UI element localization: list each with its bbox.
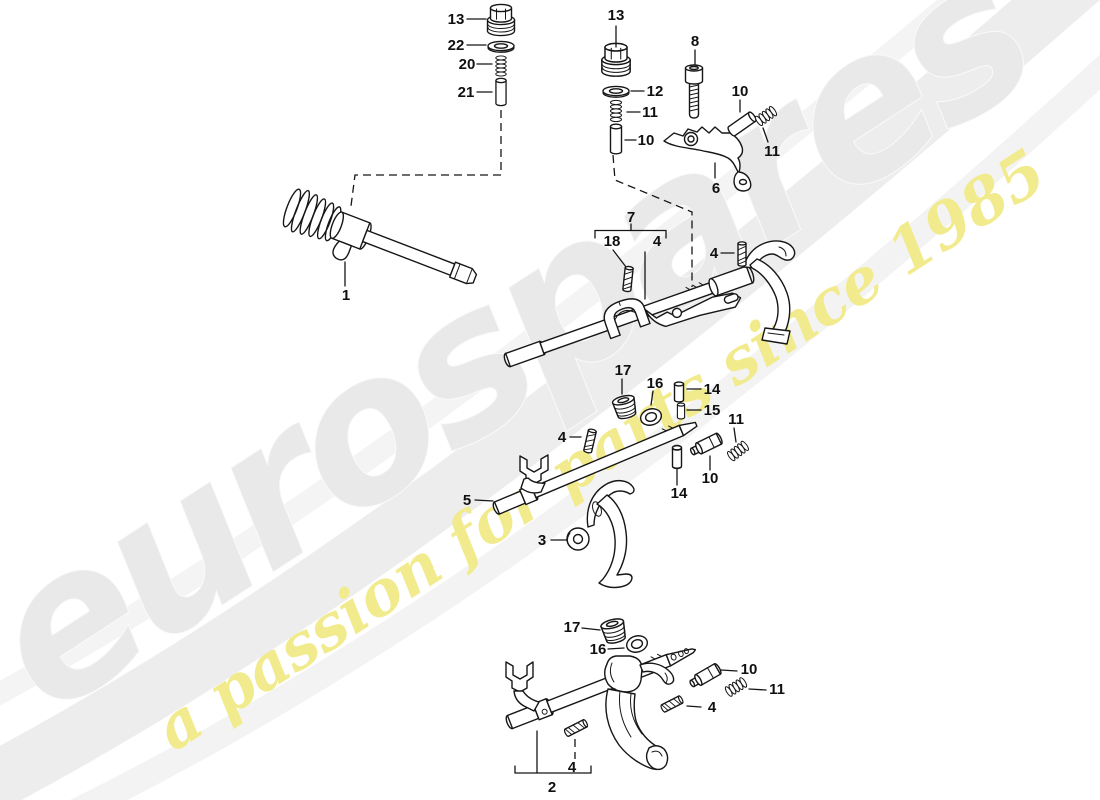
callout-10-c: 10 (732, 83, 749, 100)
callout-14-b: 14 (671, 485, 688, 502)
plug-13-left (486, 3, 516, 37)
callout-4-b: 4 (710, 245, 719, 262)
callout-20: 20 (459, 56, 476, 73)
dashed-link-left-detent (350, 110, 502, 207)
claw-2-neck (513, 690, 540, 712)
rollpin-4-rod7 (737, 241, 747, 267)
callout-10-b: 10 (638, 132, 655, 149)
callout-4-c: 4 (708, 699, 717, 716)
callout-22: 22 (448, 37, 465, 54)
sleeve-10-middle (687, 431, 725, 459)
callout-17-b: 17 (564, 619, 581, 636)
callout-10-d: 10 (741, 661, 758, 678)
callout-8: 8 (691, 33, 699, 50)
callout-4-m: 4 (558, 429, 567, 446)
assembly-detent-left (486, 3, 516, 107)
washer-12 (602, 85, 630, 98)
pin-10-middle (609, 123, 623, 155)
callout-2: 2 (548, 779, 556, 796)
callout-5: 5 (463, 492, 471, 509)
callout-16-m: 16 (647, 375, 664, 392)
bolt-8 (684, 64, 704, 119)
fork-7 (743, 240, 796, 345)
rollpin-18 (622, 265, 634, 293)
watermark-brand-text: eurospares (0, 0, 1071, 759)
callout-7: 7 (627, 209, 635, 226)
callout-10-m: 10 (702, 470, 719, 487)
callout-labels: 13 22 20 21 13 12 11 10 8 10 11 6 1 7 18… (342, 7, 785, 796)
callout-11-c: 11 (764, 143, 780, 160)
callout-16-b: 16 (590, 641, 607, 658)
bracket-7-range (594, 229, 667, 239)
callout-4-a: 4 (653, 233, 662, 250)
callout-21: 21 (458, 84, 475, 101)
ring-16-bottom (624, 632, 650, 656)
plug-13-middle (601, 42, 631, 77)
sleeve-10-bottom (687, 662, 723, 691)
callout-13-b: 13 (608, 7, 625, 24)
claw-5-base (520, 477, 546, 494)
claw-2 (505, 661, 534, 693)
fork-2 (604, 655, 675, 771)
assembly-rod-7 (503, 240, 796, 368)
bracket-7-clamp (603, 298, 651, 340)
dashed-connectors (350, 110, 693, 759)
spring-11-middle-rod (725, 439, 751, 463)
assembly-rod-2 (505, 648, 697, 771)
pin-15 (676, 402, 686, 420)
callout-13-a: 13 (448, 11, 465, 28)
pin-14-bottom (671, 444, 683, 470)
assembly-rod-5 (492, 421, 698, 589)
callout-15: 15 (704, 402, 721, 419)
assembly-lever-6 (663, 64, 779, 192)
callout-4-d: 4 (568, 759, 577, 776)
callout-11-m: 11 (728, 411, 744, 428)
lever-6 (663, 126, 752, 192)
spring-11-middle (610, 99, 622, 123)
spring-20 (495, 55, 507, 77)
part-7-shift-rod (503, 265, 755, 368)
pin-14-top (673, 381, 685, 403)
part-1-shift-rod (282, 188, 478, 285)
claw-5 (519, 454, 549, 485)
dashed-link-middle-detent (612, 154, 693, 287)
rollpin-4-bottom-mid (659, 694, 685, 714)
callout-1: 1 (342, 287, 350, 304)
washer-22 (487, 40, 515, 53)
pin-21 (495, 77, 507, 107)
callout-11-d: 11 (769, 681, 785, 698)
fork-3 (566, 480, 635, 589)
callout-3: 3 (538, 532, 546, 549)
callout-11-b: 11 (642, 104, 658, 121)
rollpin-4-bottom-low (562, 718, 590, 738)
callout-18: 18 (604, 233, 621, 250)
leader-lines (344, 18, 769, 774)
callout-17-m: 17 (615, 362, 632, 379)
bracket-2-range (514, 765, 592, 774)
spring-11-bottom (723, 676, 749, 698)
watermark-swoosh-thin (0, 0, 972, 706)
callout-14-t: 14 (704, 381, 721, 398)
callout-6: 6 (712, 180, 720, 197)
callout-12: 12 (647, 83, 664, 100)
bottom-small-parts (562, 616, 749, 738)
watermark-swoosh-lower (70, 54, 1100, 800)
